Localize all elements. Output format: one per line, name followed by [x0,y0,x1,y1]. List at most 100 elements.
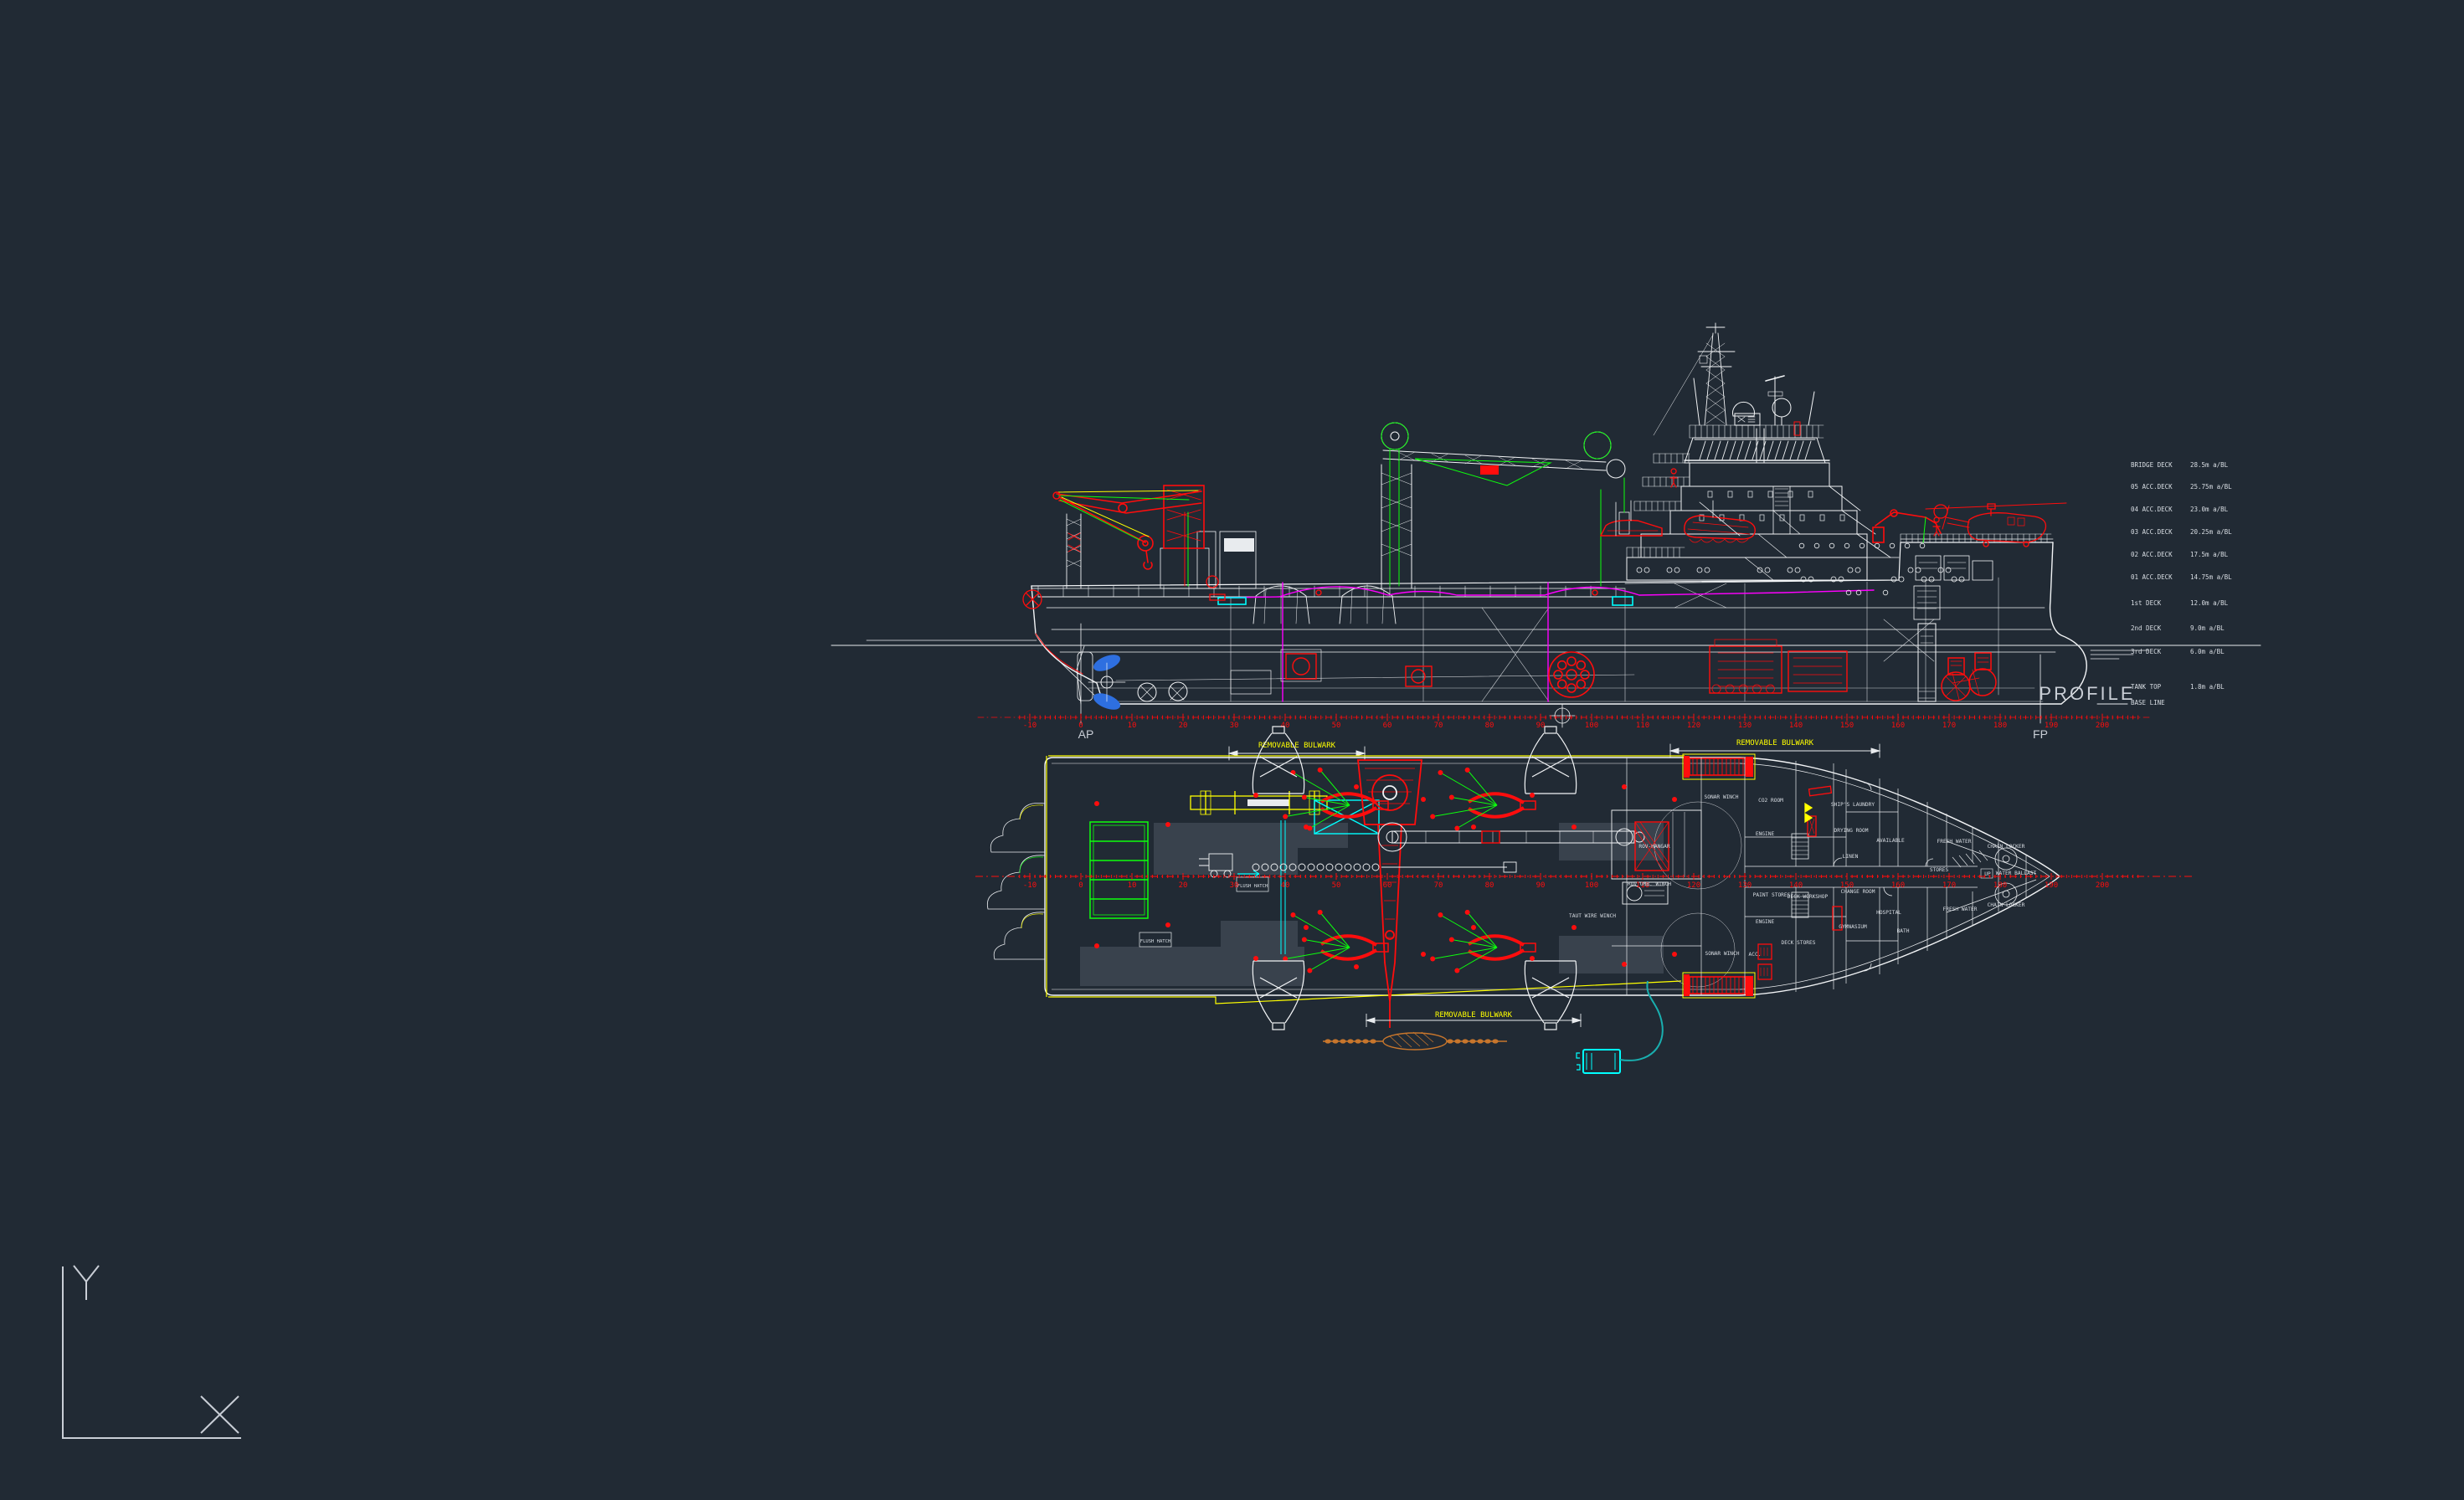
rescue-boat [1599,500,1663,537]
frame-number: 80 [1485,881,1494,890]
room-label: FRESH WATER [1937,839,1972,845]
frame-number: 60 [1383,722,1392,730]
deck-table-label: TANK TOP [2131,683,2162,691]
frame-number: 170 [1942,881,1956,890]
deck-table-value: 14.75m a/BL [2190,573,2232,581]
frame-number: 170 [1942,722,1956,730]
frame-number: 20 [1179,722,1188,730]
frame-number: 70 [1434,722,1443,730]
ap-label: AP [1078,727,1094,741]
frame-number: 110 [1636,881,1649,890]
ucs-y-glyph [73,1265,100,1300]
portholes [1636,542,1965,596]
frame-number: 60 [1383,881,1392,890]
room-label: STORES [1930,867,1949,873]
person-figures [1669,468,1941,537]
propeller [1088,655,1126,710]
frame-number: 120 [1687,881,1700,890]
cyan-deck-boxes [1217,596,1633,606]
outboard-a-frame [1252,726,1305,794]
room-label: ENGINE [1756,919,1775,925]
room-label: ACC. [1749,952,1762,958]
main-crane [1381,422,1630,589]
accommodation-partitions [1612,758,2027,995]
net-drum-covers [1253,583,1397,624]
bulwark-label-1: REMOVABLE BULWARK [1258,742,1336,750]
frame-number: 70 [1434,881,1443,890]
frame-number: 150 [1840,881,1854,890]
deck-table-label: BRIDGE DECK [2131,461,2173,469]
retractable-thruster [1913,585,1941,702]
profile-ruler-ticks [1019,713,2139,722]
main-engines [1709,639,1848,694]
frame-marker [1549,703,1576,728]
room-label: LINEN [1843,854,1859,860]
deck-railings [1626,424,2052,558]
flywheels [1137,670,1272,702]
satcom-dome-icon [1732,402,1755,417]
deck-table-label: 3rd DECK [2131,648,2162,655]
outboard-a-frame [1252,960,1305,1030]
deck-table-label: 02 ACC.DECK [2131,551,2173,558]
frame-number: 190 [2045,881,2058,890]
frame-number: 130 [1738,722,1752,730]
room-label: WATER BALLAST [1996,871,2037,876]
frame-number: 130 [1738,881,1752,890]
bulwark-dimension-3 [1365,1014,1582,1027]
room-label: FRESH WATER [1943,907,1978,912]
frame-number: 200 [2096,881,2109,890]
cable-drum [1548,651,1595,698]
frame-number: 180 [1993,881,2007,890]
umbilical-festoon [1252,861,1517,873]
room-label: HOSPITAL [1876,910,1901,916]
frame-number: 30 [1230,881,1239,890]
deck-fittings-red [1206,575,1598,601]
towed-streamer [1323,1031,1507,1051]
nav-light-box [1793,421,1801,436]
flush-hatch-1: FLUSH HATCH [1236,876,1269,892]
waterline [831,640,2261,660]
room-label: ROV-HANGAR [1638,844,1670,850]
room-label: DECK WORKSHOP [1788,894,1829,900]
frame-number: 90 [1536,722,1546,730]
room-label: DECK STORES [1782,940,1816,946]
wishbone-fairlead [1283,767,1389,831]
cable-fairleads [1283,767,1536,973]
stern-roller [1022,589,1083,675]
ucs-x-glyph [200,1395,239,1434]
frame-number: 50 [1332,722,1341,730]
bulwark-dimension-1 [1227,746,1366,761]
profile-title: PROFILE [2039,683,2135,704]
room-label: BATH [1897,928,1910,934]
flush-hatch-label: FLUSH HATCH [1237,884,1268,889]
room-label: CO2 ROOM [1758,798,1783,804]
deck-table-value: 23.0m a/BL [2190,506,2229,513]
frame-number: 50 [1332,881,1341,890]
plan-red-items [1757,785,1843,980]
room-label: SHIP'S LAUNDRY [1831,802,1875,808]
lifeboat [1684,500,1756,543]
frame-number: 100 [1585,722,1598,730]
walkway-shading [1080,823,1664,986]
deck-table-label: 04 ACC.DECK [2131,506,2173,513]
rov-hangar [1611,809,1702,905]
frame-number: 190 [2045,722,2058,730]
room-label: CHAIN LOCKER [1988,844,2025,850]
bulwark-label-2: REMOVABLE BULWARK [1736,739,1814,747]
foredeck-crane [1872,509,1942,543]
room-label: AVAILABLE [1876,838,1905,844]
stern-crane [1052,485,1257,589]
wishbone-fairlead [1430,909,1536,973]
fp-label: FP [2033,727,2048,741]
frame-number: 120 [1687,722,1700,730]
deck-modules [1915,555,1993,581]
frame-number: 200 [2096,722,2109,730]
room-label: CHAIN LOCKER [1988,902,2025,908]
room-label: ROV UMB. WINCH [1628,881,1671,887]
magenta-cable [1223,582,1875,702]
deck-table-value: 25.75m a/BL [2190,483,2232,491]
